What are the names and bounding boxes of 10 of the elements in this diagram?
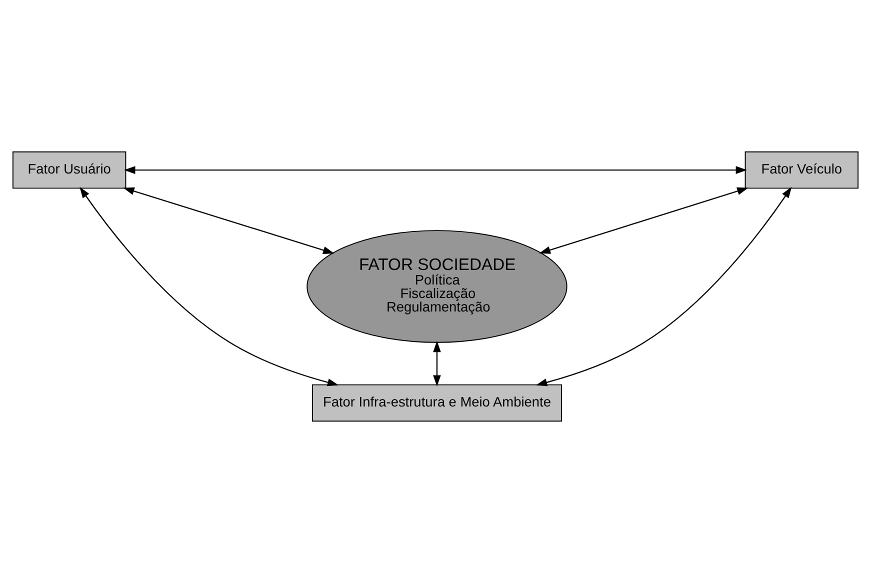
node-box: Fator Veículo <box>744 150 859 188</box>
arrow <box>433 340 441 386</box>
arrow <box>124 166 748 174</box>
arrow <box>123 186 334 254</box>
arrow <box>539 186 748 254</box>
node-box: Fator Usuário <box>12 150 126 188</box>
arrow <box>80 186 339 386</box>
node-ellipse: FATOR SOCIEDADE Política Fiscalização Regulamentação <box>306 230 568 342</box>
arrow <box>536 186 792 386</box>
node-box: Fator Infra-estrutura e Meio Ambiente <box>312 384 562 422</box>
